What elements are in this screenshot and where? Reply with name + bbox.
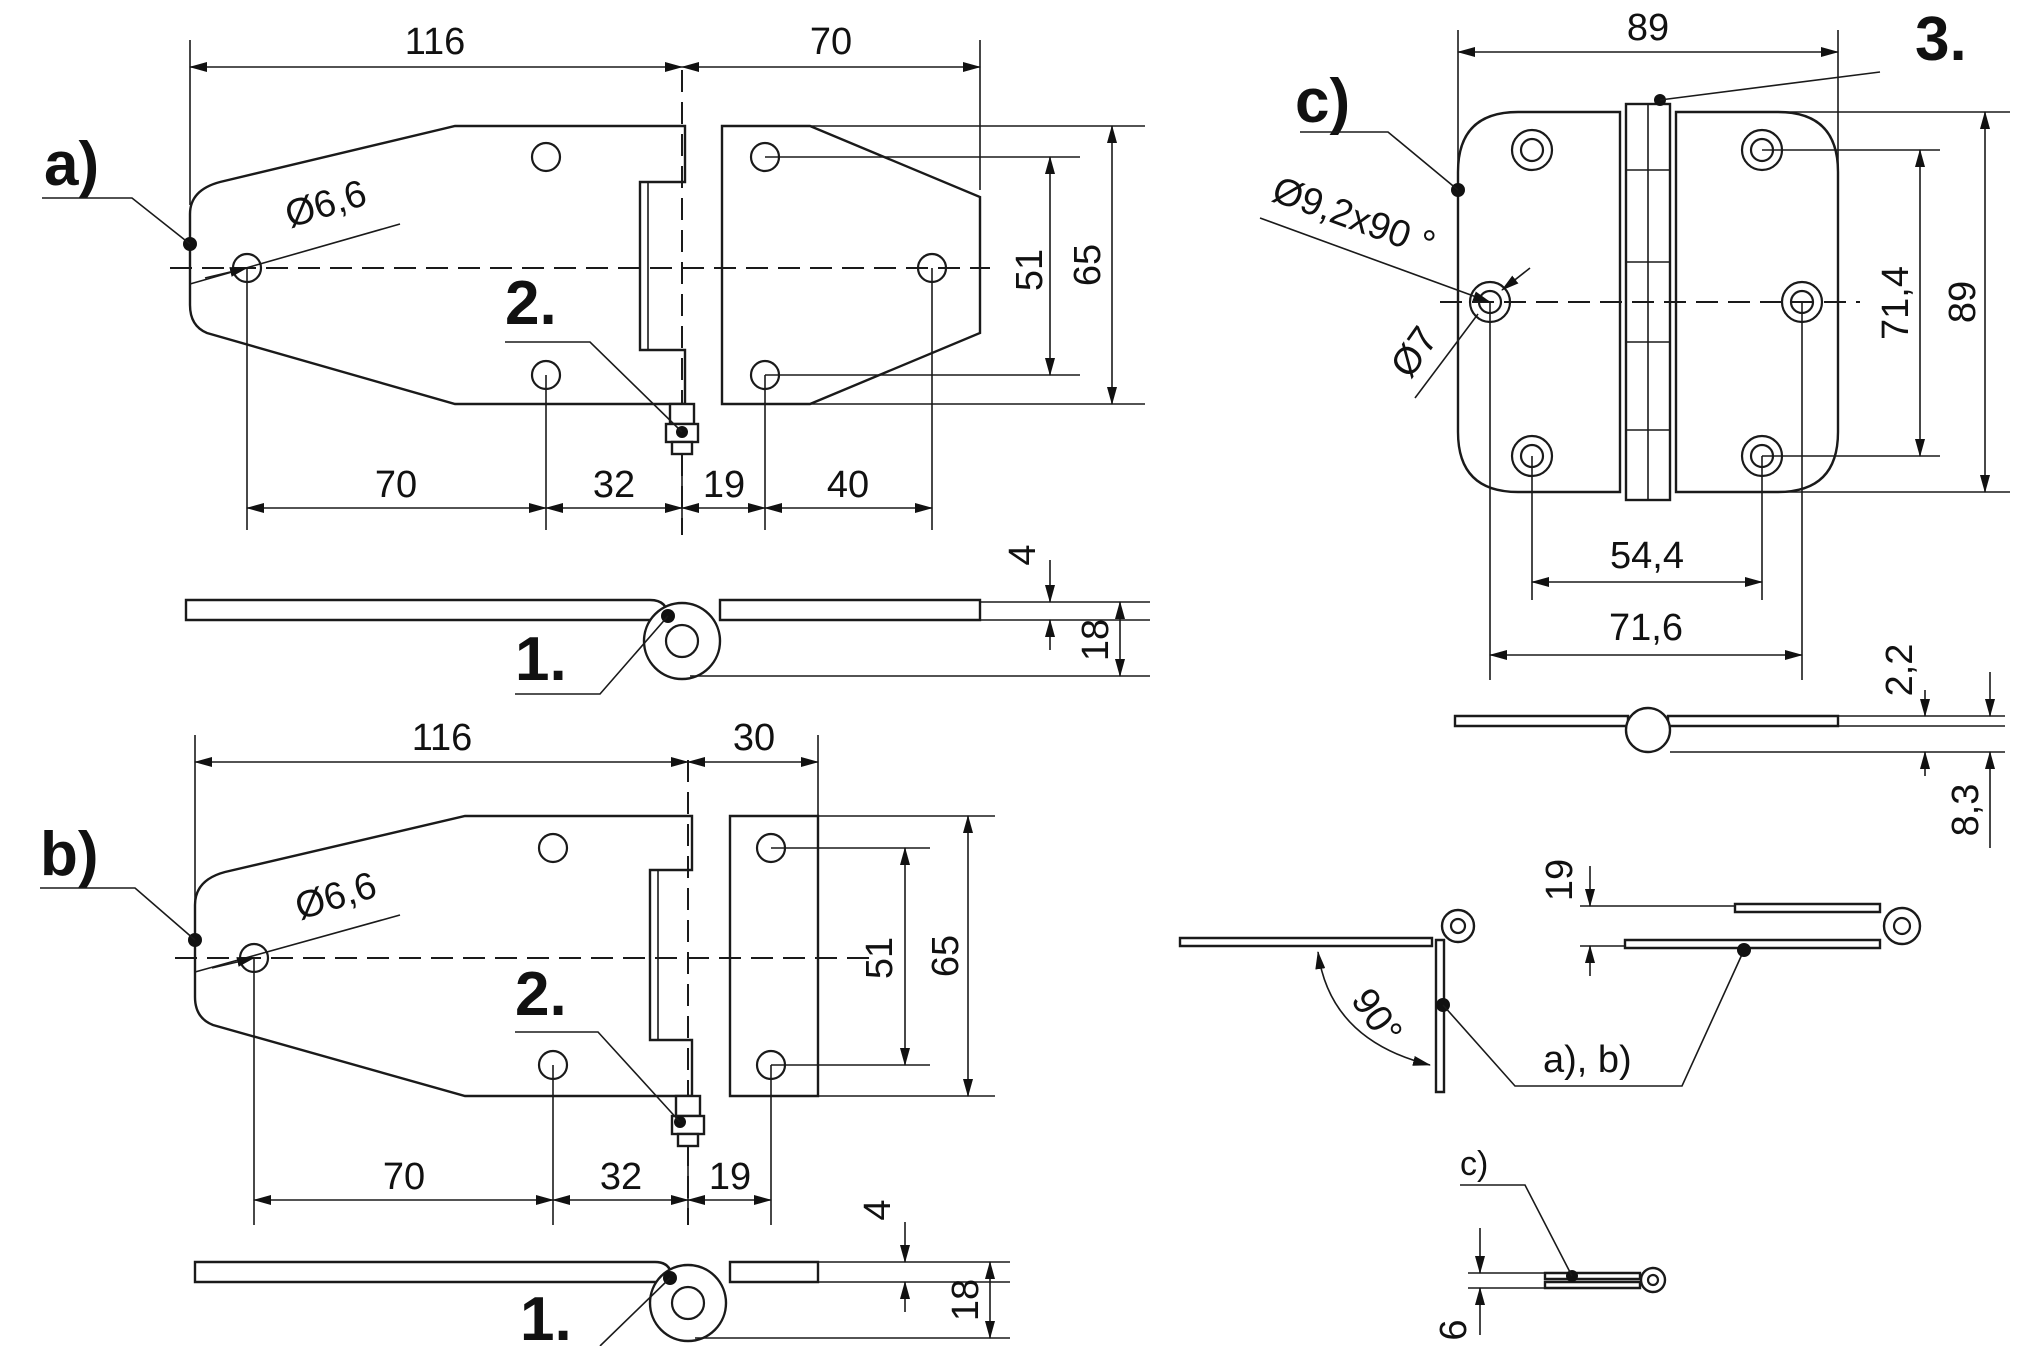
- view-a-dim-4: 4: [1002, 544, 1044, 565]
- view-a-dim-70: 70: [375, 464, 417, 506]
- detail-dim-6: 6: [1433, 1319, 1475, 1340]
- view-a-side: 4 18 1.: [184, 544, 1150, 695]
- view-a-dim-116: 116: [405, 21, 466, 63]
- view-c-dim-71-6: 71,6: [1609, 607, 1683, 649]
- detail-label-ab: a), b): [1543, 1039, 1632, 1081]
- view-c-label: c): [1295, 67, 1350, 136]
- view-a-callout-pin: 1.: [515, 625, 567, 694]
- view-c-side: 2,2 8,3: [1453, 644, 2005, 848]
- view-c-dim-2-2: 2,2: [1879, 644, 1921, 697]
- view-b-label: b): [40, 820, 99, 889]
- view-b-callout-pin: 1.: [520, 1285, 572, 1346]
- detail-90-degree: 90° a), b): [1178, 908, 1745, 1094]
- view-c-dim-54-4: 54,4: [1610, 535, 1684, 577]
- view-a-hole: [530, 141, 562, 173]
- view-b-dim-30: 30: [733, 717, 775, 759]
- view-b-dim-18: 18: [945, 1279, 987, 1321]
- view-b-dim-19: 19: [709, 1156, 751, 1198]
- view-b-hole: [537, 832, 569, 864]
- view-b-dim-70: 70: [383, 1156, 425, 1198]
- view-c-plan: [1440, 94, 1860, 502]
- view-b-callout-grease: 2.: [515, 960, 567, 1029]
- view-c-dim-89-top: 89: [1627, 7, 1669, 49]
- view-a-dimensions: 116 70 51 65 Ø6,6 70 32 19 40 a) 2.: [42, 21, 1145, 530]
- view-a-label: a): [44, 130, 99, 199]
- view-b-dim-116: 116: [412, 717, 473, 759]
- view-c-dim-71-4: 71,4: [1875, 266, 1917, 340]
- view-b-side: 4 18 1.: [193, 1199, 1010, 1346]
- view-b-dim-51: 51: [859, 937, 901, 979]
- view-c-dim-hole-7: Ø7: [1383, 320, 1446, 386]
- detail-offset-ab: 19: [1539, 859, 1922, 976]
- view-a-dim-40: 40: [827, 464, 869, 506]
- view-c-dim-89-side: 89: [1942, 281, 1984, 323]
- view-b-dim-65: 65: [925, 935, 967, 977]
- view-c-dim-8-3: 8,3: [1945, 784, 1987, 837]
- detail-dim-19: 19: [1539, 859, 1581, 901]
- view-b-dimensions: 116 30 51 65 Ø6,6 70 32 19 b) 2.: [40, 717, 995, 1225]
- view-c-right-leaf: [1674, 110, 1840, 494]
- view-a-dim-70-top: 70: [810, 21, 852, 63]
- view-a-dim-32: 32: [593, 464, 635, 506]
- view-a-dim-51: 51: [1009, 249, 1051, 291]
- view-b-dim-32: 32: [600, 1156, 642, 1198]
- view-c-callout-pin: 3.: [1915, 5, 1967, 74]
- view-a-dim-19: 19: [703, 464, 745, 506]
- view-a-dim-65: 65: [1067, 244, 1109, 286]
- view-b-plan: [175, 760, 870, 1225]
- view-a-grease-nipple: [664, 402, 700, 456]
- detail-label-c: c): [1460, 1145, 1488, 1183]
- detail-c-folded: c) 6: [1433, 1145, 1667, 1341]
- view-a-dim-18: 18: [1075, 619, 1117, 661]
- view-b-dim-4: 4: [857, 1199, 899, 1220]
- detail-angle: 90°: [1343, 981, 1410, 1052]
- view-a-callout-grease: 2.: [505, 269, 557, 338]
